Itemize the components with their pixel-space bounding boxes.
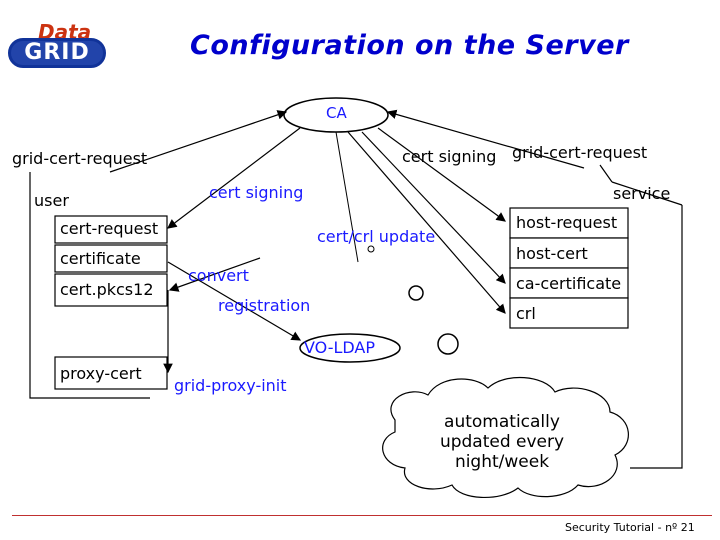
user-item-proxy-cert: proxy-cert — [60, 364, 142, 383]
vo-ldap-node — [299, 333, 401, 363]
service-top-connector — [611, 181, 683, 206]
user-item-certificate: certificate — [60, 249, 141, 268]
edge-ca-to-vo-ldap — [335, 131, 359, 263]
edge-label-cert-signing-right: cert signing — [402, 147, 497, 166]
service-label: service — [613, 184, 671, 203]
datagrid-logo: Data GRID — [8, 20, 108, 70]
small-circle-2 — [408, 285, 424, 301]
service-item-host-request: host-request — [516, 213, 618, 232]
service-item-host-cert: host-cert — [516, 244, 588, 263]
edge-label-grid-proxy-init: grid-proxy-init — [174, 376, 287, 395]
edge-ca-to-user — [167, 127, 301, 229]
cloud-text: automatically updated every night/week — [432, 412, 572, 472]
update-cloud — [382, 377, 629, 499]
service-item-crl: crl — [516, 304, 536, 323]
edge-label-cert-signing-mid: cert signing — [209, 183, 304, 202]
edge-label-grid-cert-request-right: grid-cert-request — [512, 143, 648, 162]
edge-label-grid-cert-request-left: grid-cert-request — [12, 149, 148, 168]
cloud-line-2: updated every — [439, 432, 565, 452]
edge-service-to-ca — [388, 112, 613, 183]
user-label: user — [34, 191, 69, 210]
user-item-cert-request: cert-request — [60, 219, 159, 238]
service-frame — [630, 205, 683, 469]
cloud-line-1: automatically — [444, 412, 560, 432]
edge-label-cert-crl-update: cert/crl update — [317, 227, 436, 246]
service-box-crl — [509, 297, 629, 329]
service-item-ca-certificate: ca-certificate — [516, 274, 622, 293]
edge-registration — [167, 261, 302, 341]
ca-label: CA — [326, 104, 347, 122]
edge-label-convert: convert — [188, 266, 249, 285]
user-frame — [29, 205, 150, 399]
edge-ca-to-crl — [347, 131, 506, 314]
edge-user-to-ca — [109, 110, 288, 173]
footer-text: Security Tutorial - nº 21 — [565, 521, 695, 534]
logo-grid-text: GRID — [8, 38, 106, 68]
service-box-host-cert — [509, 237, 629, 269]
small-circle-3 — [437, 333, 459, 355]
edge-ca-to-service — [377, 127, 506, 222]
small-circle-1 — [367, 245, 375, 253]
user-box-proxy-cert — [54, 356, 168, 390]
service-box-host-request — [509, 207, 629, 239]
edge-convert — [168, 257, 261, 292]
cloud-line-3: night/week — [454, 452, 550, 472]
user-box-certificate — [54, 244, 168, 273]
edge-label-registration: registration — [218, 296, 311, 315]
user-box-cert-pkcs12 — [54, 273, 168, 307]
page-title: Configuration on the Server — [190, 30, 629, 61]
edge-ca-to-ca-certificate — [361, 131, 506, 284]
footer-rule — [12, 515, 712, 516]
user-box-cert-request — [54, 215, 168, 244]
user-item-cert-pkcs12: cert.pkcs12 — [60, 280, 154, 299]
vo-ldap-label: VO-LDAP — [304, 338, 376, 357]
